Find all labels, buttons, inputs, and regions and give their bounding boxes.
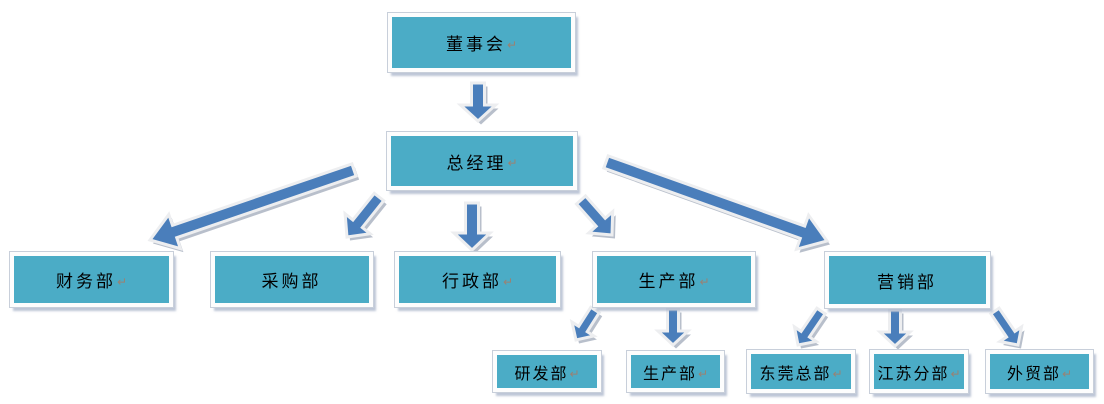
connector-arrow-body [456,81,500,124]
org-node-marketing[interactable]: 营销部 [825,252,990,308]
org-node-jiangsu[interactable]: 江苏分部↵ [870,350,968,393]
connector-arrow-gm-to-purchasing[interactable] [343,191,387,241]
paragraph-return-mark: ↵ [1061,366,1073,381]
org-node-board[interactable]: 董事会↵ [388,13,575,72]
connector-arrow-body [343,191,386,239]
org-node-dongguan[interactable]: 东莞总部↵ [747,350,855,393]
org-node-label: 生产部 [642,363,697,383]
org-node-finance[interactable]: 财务部↵ [10,252,173,307]
paragraph-return-mark: ↵ [699,274,710,289]
paragraph-return-mark: ↵ [506,37,518,52]
connector-arrow-board-to-gm[interactable] [456,81,500,125]
connector-arrow-gm-to-marketing[interactable] [601,153,830,253]
paragraph-return-mark: ↵ [507,156,518,170]
connector-arrow-body [876,308,914,349]
org-node-purchasing[interactable]: 采购部 [211,252,373,307]
connector-arrow-marketing-to-trade[interactable] [988,306,1025,349]
connector-arrow-marketing-to-dongguan[interactable] [792,306,829,349]
connector-arrow-body [569,305,602,342]
connector-arrow-body [147,161,359,251]
paragraph-return-mark: ↵ [697,366,709,381]
org-node-production[interactable]: 生产部↵ [593,252,755,307]
org-node-trade[interactable]: 外贸部↵ [986,350,1093,393]
org-node-rnd[interactable]: 研发部↵ [493,351,601,392]
connector-arrow-gm-to-production[interactable] [574,193,616,239]
connector-arrow-body [654,307,692,348]
org-node-gm[interactable]: 总经理↵ [387,132,577,190]
connector-arrow-body [601,153,830,252]
org-node-label: 研发部 [514,363,569,383]
connector-arrow-production-to-production2[interactable] [654,307,692,349]
connector-arrow-body [988,306,1024,347]
paragraph-return-mark: ↵ [502,274,514,289]
connector-arrow-gm-to-admin[interactable] [450,201,494,254]
connector-arrow-marketing-to-jiangsu[interactable] [876,308,914,350]
paragraph-return-mark: ↵ [116,274,128,289]
connector-arrow-body [450,201,494,253]
paragraph-return-mark: ↵ [832,366,843,381]
org-node-label: 采购部 [261,272,322,292]
connector-arrow-production-to-rnd[interactable] [569,305,603,344]
paragraph-return-mark: ↵ [950,366,961,381]
org-node-label: 董事会 [445,35,506,55]
org-node-label: 营销部 [877,272,937,293]
org-node-label: 财务部 [55,272,116,292]
paragraph-return-mark: ↵ [569,366,580,381]
connector-arrow-body [574,193,615,237]
connector-arrow-gm-to-finance[interactable] [147,161,360,253]
connector-arrow-body [792,306,828,347]
org-node-label: 总经理 [446,153,507,174]
org-node-label: 行政部 [441,272,502,292]
org-node-label: 东莞总部 [759,363,832,383]
org-node-label: 江苏分部 [877,363,950,383]
org-node-admin[interactable]: 行政部↵ [395,252,560,307]
org-node-production2[interactable]: 生产部↵ [627,351,724,392]
org-node-label: 生产部 [638,272,699,292]
org-node-label: 外贸部 [1006,363,1061,383]
